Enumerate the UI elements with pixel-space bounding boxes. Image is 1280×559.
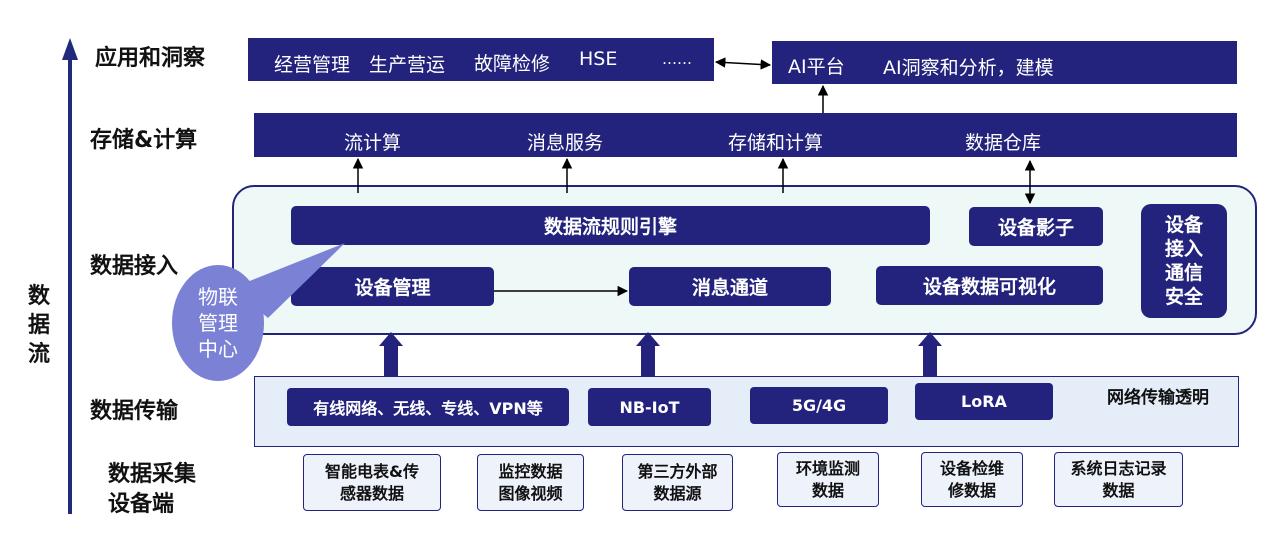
nb-iot-box: NB-IoT [588, 388, 711, 426]
source-maintenance: 设备检维修数据 [921, 452, 1023, 507]
source-line: 数据 [811, 480, 844, 500]
source-line: 第三方外部 [637, 461, 718, 481]
ai-insight-label: AI洞察和分析，建模 [883, 57, 1054, 79]
thick-arrow [379, 332, 403, 376]
security-line: 设备 [1164, 214, 1203, 236]
thick-up-arrows [379, 332, 942, 376]
ai-bar: AI平台 AI洞察和分析，建模 [772, 41, 1237, 84]
app-ai-arrow [714, 57, 772, 70]
layer-label-access: 数据接入 [90, 254, 179, 279]
source-line: 感器数据 [339, 483, 404, 503]
axis-arrowhead [62, 38, 78, 60]
thick-arrow [918, 332, 942, 376]
bubble-line: 管理 [198, 311, 238, 335]
source-surveillance: 监控数据图像视频 [477, 454, 584, 511]
source-smart-meter: 智能电表&传感器数据 [303, 454, 441, 511]
layer-label-transmission: 数据传输 [90, 399, 179, 424]
source-line: 数据源 [653, 483, 702, 503]
iot-management-bubble: 物联 管理 中心 [172, 265, 264, 381]
transparent-network-note: 网络传输透明 [1107, 388, 1209, 408]
app-item: 经营管理 [274, 54, 351, 76]
message-channel-box: 消息通道 [629, 267, 831, 306]
app-item: 故障检修 [474, 53, 551, 75]
storage-bar: 流计算 消息服务 存储和计算 数据仓库 [254, 113, 1237, 157]
wired-network-box: 有线网络、无线、专线、VPN等 [287, 388, 569, 426]
app-item: HSE [579, 48, 618, 70]
lora-box: LoRA [915, 383, 1053, 420]
thick-arrow [636, 332, 660, 376]
application-bar: 经营管理 生产营运 故障检修 HSE …… [248, 38, 714, 81]
5g-4g-box: 5G/4G [750, 387, 888, 424]
source-line: 智能电表&传 [325, 461, 419, 481]
axis-line [68, 58, 72, 514]
source-line: 设备检维 [939, 458, 1004, 478]
storage-item: 存储和计算 [728, 132, 824, 154]
storage-item: 数据仓库 [965, 132, 1042, 154]
ai-platform-label: AI平台 [788, 56, 845, 78]
axis-char: 据 [27, 313, 50, 338]
storage-item: 流计算 [344, 132, 402, 154]
bubble-line: 中心 [198, 337, 238, 361]
axis-char: 数 [27, 284, 50, 309]
layer-label-collection: 数据采集 设备端 [108, 460, 196, 520]
app-item: …… [662, 50, 692, 68]
storage-item: 消息服务 [527, 132, 604, 154]
security-line: 接入 [1164, 238, 1203, 260]
source-environment: 环境监测数据 [777, 452, 879, 507]
axis-label: 数 据 流 [24, 282, 54, 369]
source-line: 监控数据 [498, 461, 563, 481]
layer-label-application: 应用和洞察 [95, 46, 206, 71]
source-line: 图像视频 [498, 483, 563, 503]
source-system-logs: 系统日志记录数据 [1054, 452, 1183, 507]
collection-line: 数据采集 [108, 462, 197, 487]
app-item: 生产营运 [369, 54, 446, 76]
source-line: 数据 [1102, 480, 1135, 500]
data-flow-axis [62, 38, 78, 514]
rule-engine-box: 数据流规则引擎 [291, 206, 930, 245]
security-box: 设备 接入 通信 安全 [1141, 204, 1227, 318]
axis-char: 流 [27, 342, 50, 367]
data-visualization-box: 设备数据可视化 [876, 266, 1103, 305]
bubble-line: 物联 [198, 285, 238, 309]
source-third-party: 第三方外部数据源 [622, 454, 733, 511]
transmission-bar [254, 376, 1239, 447]
device-management-box: 设备管理 [291, 267, 494, 306]
device-shadow-box: 设备影子 [969, 207, 1103, 246]
source-line: 修数据 [947, 480, 996, 500]
security-line: 安全 [1164, 286, 1203, 308]
source-line: 环境监测 [795, 458, 860, 478]
layer-label-storage: 存储&计算 [90, 128, 198, 153]
collection-line: 设备端 [108, 492, 175, 517]
source-line: 系统日志记录 [1070, 458, 1167, 478]
security-line: 通信 [1164, 262, 1203, 284]
